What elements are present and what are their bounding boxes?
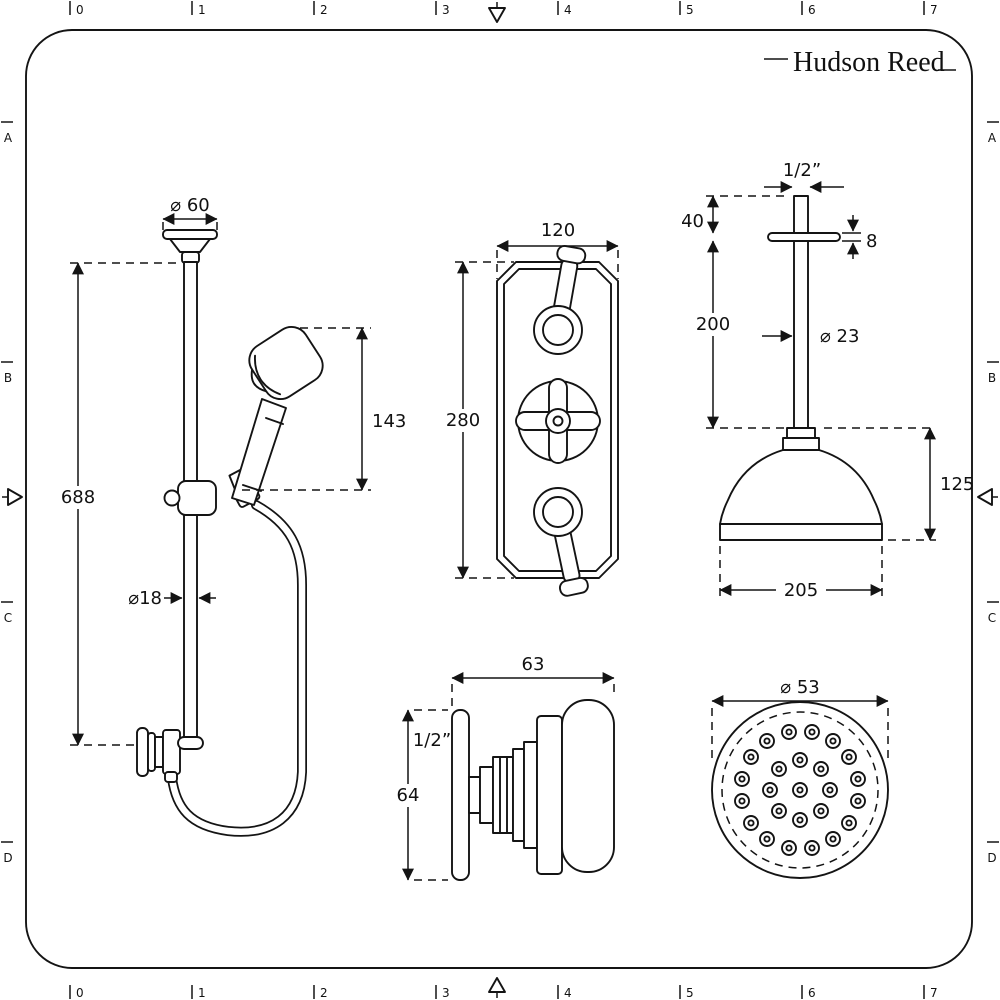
dim-bracket-dia: ⌀ 60 [162,195,218,230]
ruler-top: 0 1 2 3 4 5 6 7 [69,1,938,17]
dim-valve-width-label: 120 [541,220,575,241]
ruler-label-left-c: C [4,611,12,625]
valve-bottom-lever [533,487,589,597]
valve-plate-inner [503,268,612,572]
jet-face-drawing: ⌀ 53 [711,677,889,879]
dim-arm-length-label: 200 [696,314,730,335]
ruler-label-right-c: C [988,611,996,625]
dim-top-offset-label: 40 [681,211,704,232]
dim-jet-plate-height: 64 [385,709,448,881]
dim-bracket-dia-label: ⌀ 60 [170,195,209,216]
handset-handle [231,398,287,506]
registration-mark-bottom [488,977,506,998]
ruler-right: A B C D [987,121,999,865]
valve-drawing: 120 280 [440,220,619,597]
dim-arm-length: 200 [690,240,784,429]
handset-holder [177,480,217,516]
border-frame [25,29,973,969]
ruler-label-top-6: 6 [808,3,816,17]
handset-head [248,325,324,401]
jet-wall-plate [451,709,470,881]
ruler-label-left-b: B [4,371,12,385]
dim-jet-plate-height-label: 64 [397,785,420,806]
jet-face-side [561,699,615,873]
ruler-bottom: 0 1 2 3 4 5 6 7 [69,985,938,1000]
jet-face-outer [711,701,889,879]
top-bracket-neck [169,238,211,253]
jet-nut [492,756,514,834]
dim-rail-dia: ⌀18 [128,588,216,609]
dim-plate-thickness: 8 [842,215,877,259]
dim-valve-width: 120 [496,220,619,279]
registration-mark-right [977,488,998,506]
ruler-label-bottom-5: 5 [686,986,694,1000]
dim-handset-length: 143 [242,327,406,491]
brand-logo-text: Hudson Reed [793,47,945,78]
ceiling-plate [767,232,841,242]
dim-ceiling-inlet-label: 1/2” [783,160,821,181]
ruler-label-top-4: 4 [564,3,572,17]
dim-head-dia-label: 205 [784,580,818,601]
dim-head-height: 125 [824,427,974,541]
ruler-label-top-5: 5 [686,3,694,17]
ruler-label-left-a: A [4,131,13,145]
valve-cross-handle [515,378,601,464]
dim-valve-height: 280 [440,261,514,579]
brand-logo: Hudson Reed [764,47,956,78]
dim-jet-inlet-label: 1/2” [413,730,451,751]
dim-top-offset: 40 [681,195,790,234]
rail-end-cap [177,736,204,750]
ruler-label-top-7: 7 [930,3,938,17]
body-jet-drawing: 63 1/2” 64 [385,654,615,881]
jet-face-groove [721,711,879,869]
slide-rail-drawing: ⌀ 60 688 143 ⌀18 [55,195,406,837]
dim-head-height-label: 125 [940,474,974,495]
dim-head-dia: 205 [719,546,883,602]
ruler-label-top-1: 1 [198,3,206,17]
jet-body [536,715,563,875]
ruler-label-top-2: 2 [320,3,328,17]
ruler-label-bottom-4: 4 [564,986,572,1000]
dim-jetface-dia: ⌀ 53 [711,677,889,764]
ruler-label-bottom-1: 1 [198,986,206,1000]
dim-arm-dia: ⌀ 23 [762,326,859,347]
dim-jet-depth: 63 [451,654,615,706]
ruler-label-bottom-0: 0 [76,986,84,1000]
ruler-left: A B C D [1,121,13,865]
dim-rail-dia-label: ⌀18 [128,588,162,609]
ruler-label-top-3: 3 [442,3,450,17]
dim-handset-length-label: 143 [372,411,406,432]
ruler-label-bottom-3: 3 [442,986,450,1000]
registration-mark-top [488,2,506,23]
ruler-label-bottom-6: 6 [808,986,816,1000]
holder-knob [163,489,181,507]
dim-ceiling-inlet: 1/2” [764,160,844,193]
dim-jetface-dia-label: ⌀ 53 [780,677,819,698]
dim-valve-height-label: 280 [446,410,480,431]
ruler-label-left-d: D [3,851,12,865]
ceiling-arm [793,195,809,429]
ruler-label-top-0: 0 [76,3,84,17]
ruler-label-bottom-7: 7 [930,986,938,1000]
ruler-label-right-a: A [988,131,997,145]
dim-rail-length: 688 [55,262,180,746]
top-bracket-flange [162,229,218,240]
dim-arm-dia-label: ⌀ 23 [820,326,859,347]
ruler-label-right-d: D [987,851,996,865]
dim-jet-depth-label: 63 [522,654,545,675]
ruler-label-bottom-2: 2 [320,986,328,1000]
dim-plate-thickness-label: 8 [866,231,877,252]
shower-head-bell [719,427,883,541]
dim-rail-length-label: 688 [61,487,95,508]
ceiling-shower-drawing: 1/2” 40 8 200 ⌀ 23 [681,160,974,602]
registration-mark-left [2,488,23,506]
ruler-label-right-b: B [988,371,996,385]
bottom-wall-elbow [136,727,181,783]
